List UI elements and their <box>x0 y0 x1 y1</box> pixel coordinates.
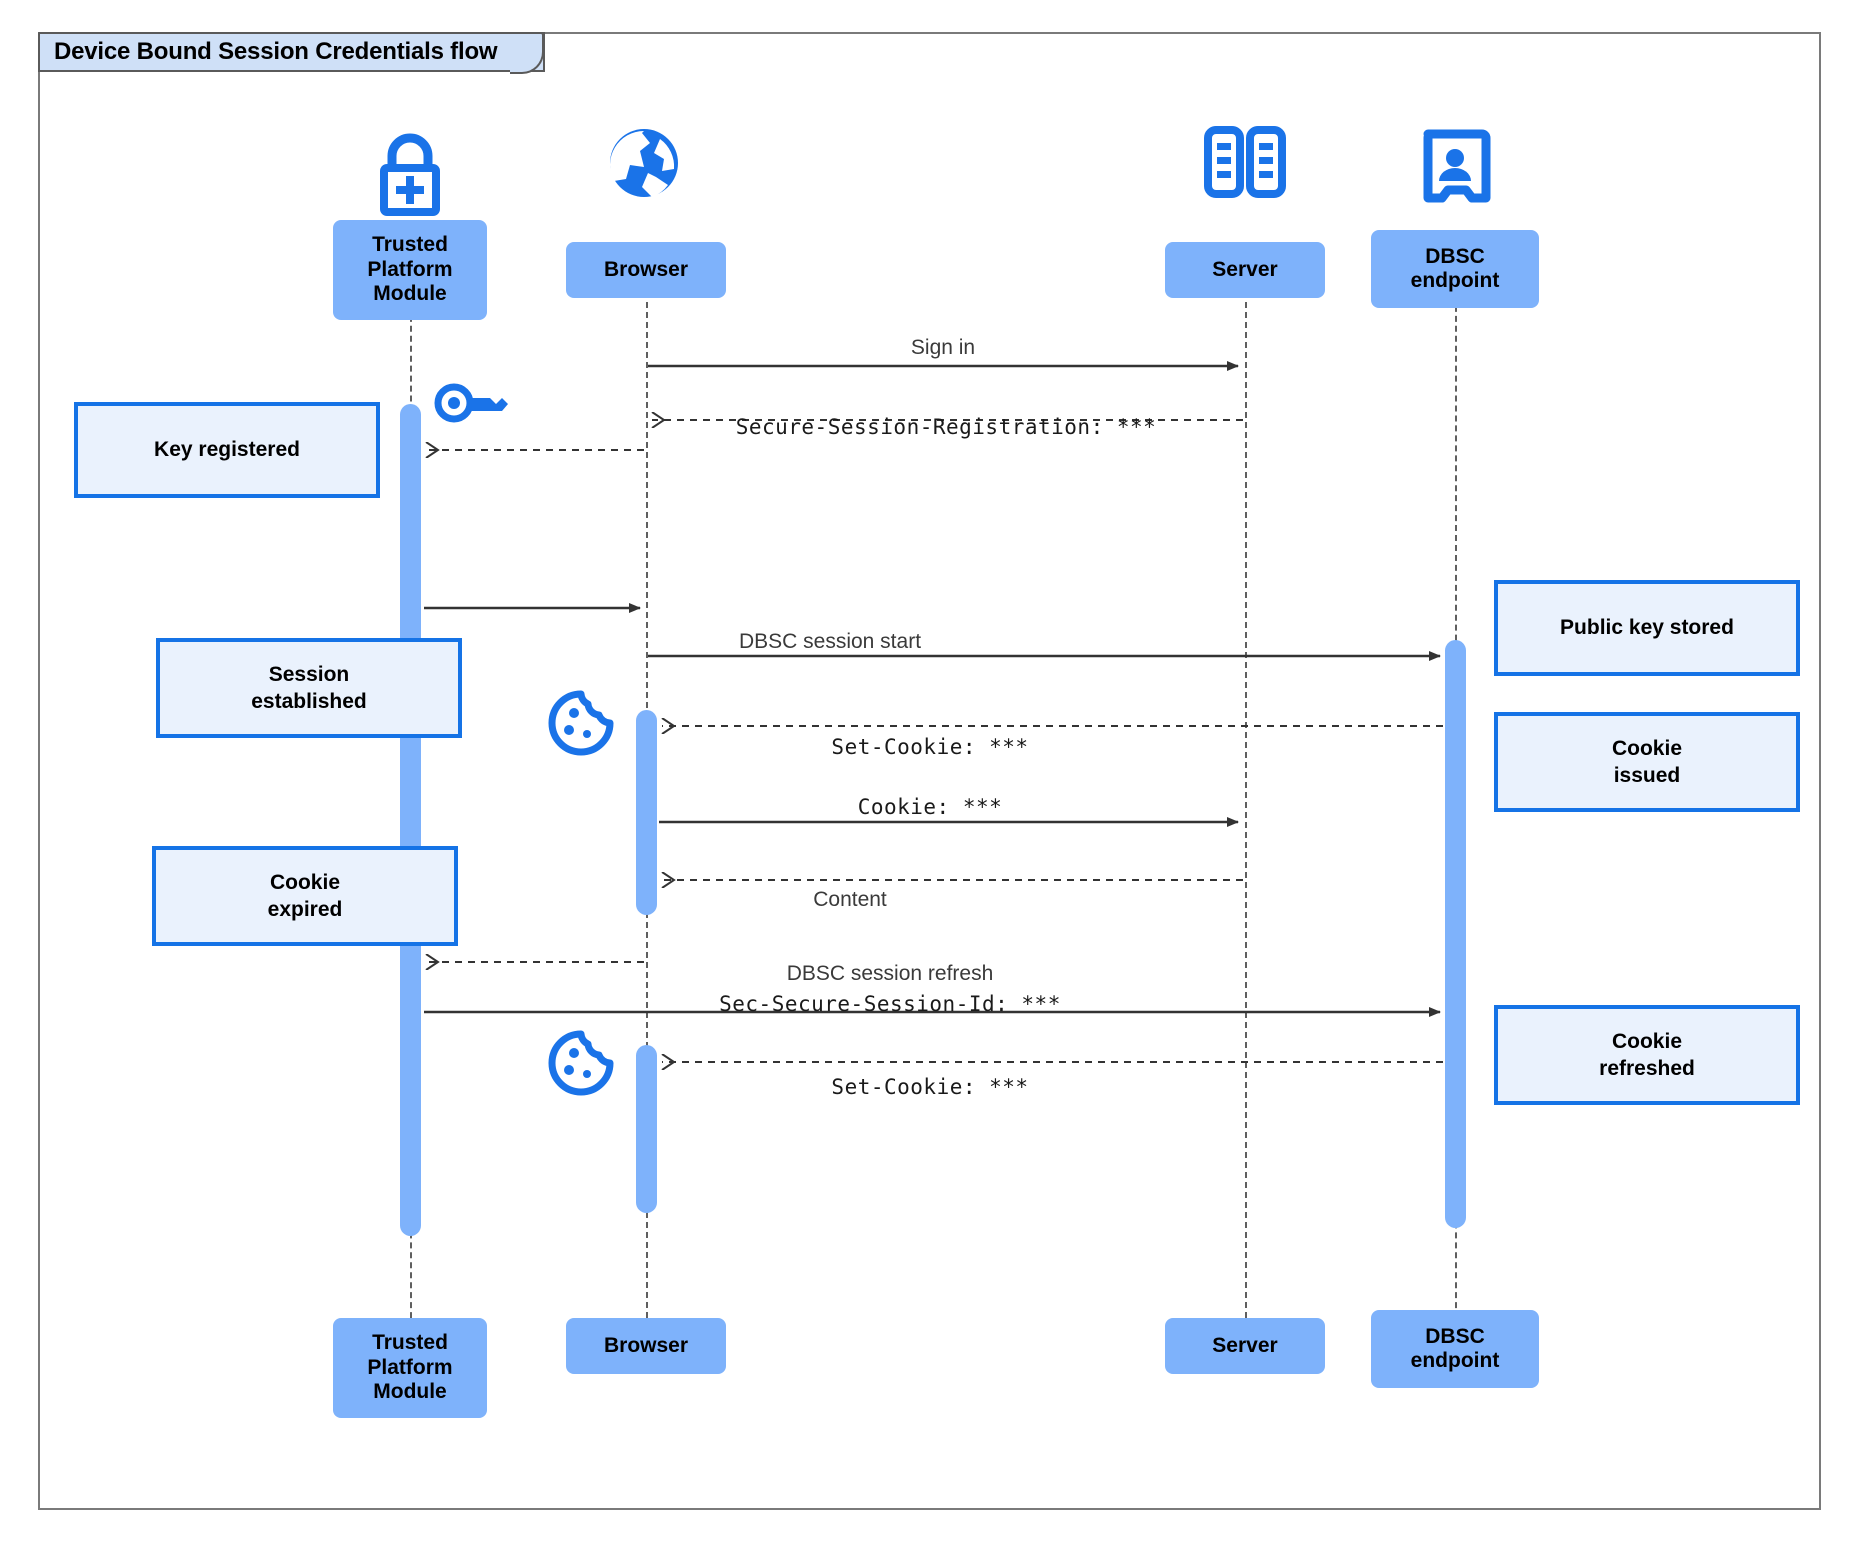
message-label-content: Content <box>813 888 887 911</box>
message-label-dbsc-session-start: DBSC session start <box>738 630 922 653</box>
cookie-icon <box>548 1030 614 1096</box>
participant-tpm-top[interactable]: Trusted Platform Module <box>333 220 487 320</box>
participant-browser-bottom[interactable]: Browser <box>566 1318 726 1374</box>
participant-server-bottom[interactable]: Server <box>1165 1318 1325 1374</box>
message-label-cookie: Cookie: *** <box>857 795 1003 819</box>
key-icon <box>432 382 510 424</box>
message-label-sign-in: Sign in <box>910 336 976 359</box>
page-title: Device Bound Session Credentials flow <box>54 38 498 65</box>
activation-browser-2 <box>636 1045 657 1213</box>
globe-icon <box>600 127 688 199</box>
participant-dbsc-bottom[interactable]: DBSC endpoint <box>1371 1310 1539 1388</box>
note-cookie-expired: Cookie expired <box>152 846 458 946</box>
note-cookie-refreshed: Cookie refreshed <box>1494 1005 1800 1105</box>
server-rack-icon <box>1200 124 1290 200</box>
cookie-icon <box>548 690 614 756</box>
activation-browser-1 <box>636 710 657 915</box>
activation-dbsc <box>1445 640 1466 1228</box>
lifeline-server <box>1245 252 1247 1338</box>
frame-title-tab: Device Bound Session Credentials flow <box>38 32 546 74</box>
note-cookie-issued: Cookie issued <box>1494 712 1800 812</box>
note-key-registered: Key registered <box>74 402 380 498</box>
id-badge-icon <box>1418 128 1492 208</box>
participant-server-top[interactable]: Server <box>1165 242 1325 298</box>
note-public-key-stored: Public key stored <box>1494 580 1800 676</box>
participant-dbsc-top[interactable]: DBSC endpoint <box>1371 230 1539 308</box>
note-session-established: Session established <box>156 638 462 738</box>
message-label-dbsc-session-refresh: DBSC session refresh <box>786 962 994 985</box>
participant-browser-top[interactable]: Browser <box>566 242 726 298</box>
message-label-set-cookie-2: Set-Cookie: *** <box>831 1075 1029 1099</box>
message-label-sec-secure-session-id: Sec-Secure-Session-Id: *** <box>719 992 1061 1016</box>
lock-plus-icon <box>366 126 454 216</box>
message-label-secure-session-registration: Secure-Session-Registration: *** <box>735 415 1157 439</box>
message-label-set-cookie-1: Set-Cookie: *** <box>831 735 1029 759</box>
activation-tpm <box>400 404 421 1236</box>
participant-tpm-bottom[interactable]: Trusted Platform Module <box>333 1318 487 1418</box>
